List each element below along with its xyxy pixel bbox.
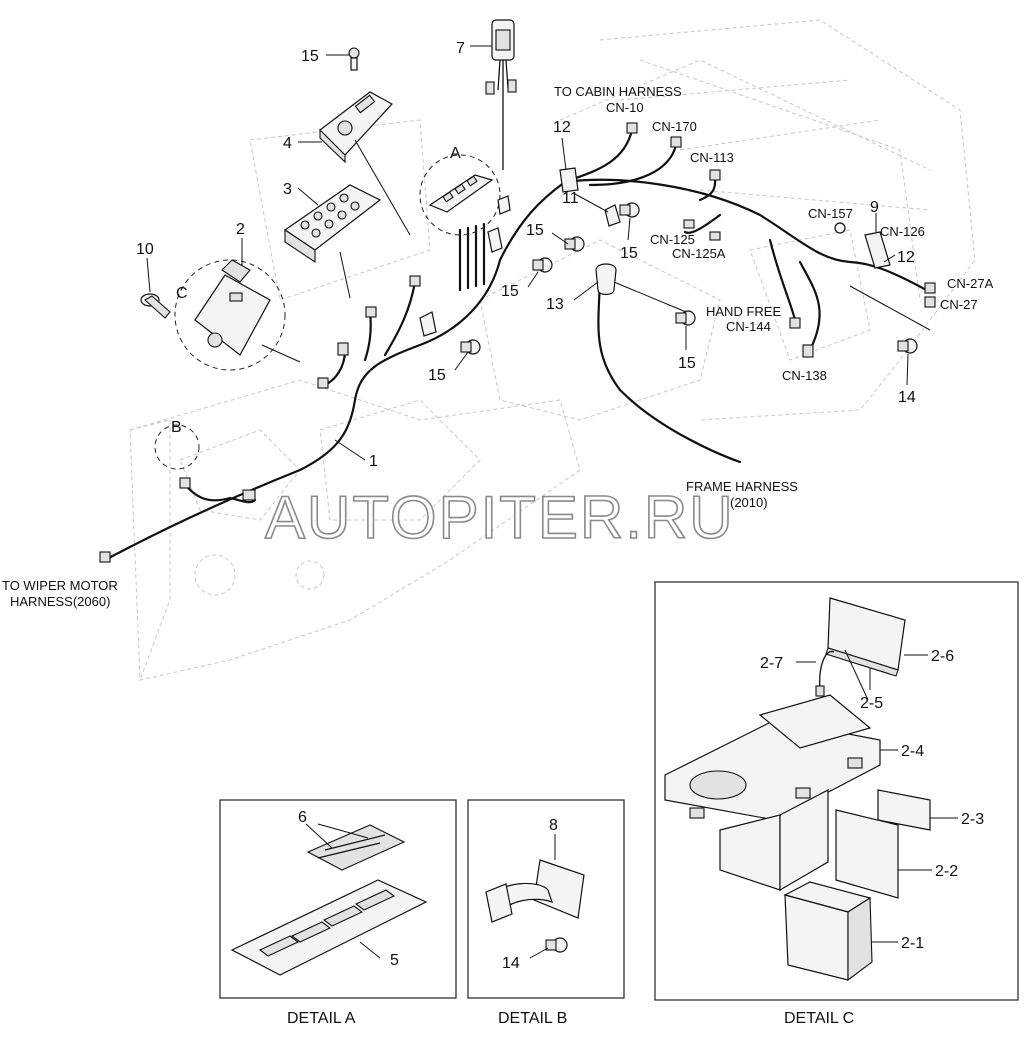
callout-15-handfree: 15	[678, 355, 696, 372]
part-2-2-label: 2-2	[935, 863, 958, 880]
connector-labels: TO CABIN HARNESS CN-10 CN-170 CN-113 CN-…	[2, 84, 994, 609]
part-2-6-label: 2-6	[931, 648, 954, 665]
callout-15-mid: 15	[526, 222, 544, 239]
part-2-7-label: 2-7	[760, 655, 783, 672]
callout-9: 9	[870, 199, 879, 216]
cn-27a-label: CN-27A	[947, 276, 994, 291]
part-2-4-label: 2-4	[901, 743, 924, 760]
console-part-2	[174, 259, 286, 371]
part-6-label: 6	[298, 809, 307, 826]
bolts	[460, 202, 918, 355]
cn-10-label: CN-10	[606, 100, 644, 115]
callout-4: 4	[283, 135, 292, 152]
part-2-1-label: 2-1	[901, 935, 924, 952]
callout-14: 14	[898, 389, 916, 406]
relay-part-7	[485, 19, 517, 170]
callout-15-left: 15	[501, 283, 519, 300]
callout-12-lower: 12	[897, 249, 915, 266]
frame-harness-code: (2010)	[730, 495, 768, 510]
detail-a-panel: 6 5	[219, 799, 457, 999]
part-2-3-label: 2-3	[961, 811, 984, 828]
callout-13: 13	[546, 296, 564, 313]
wiper-harness-code: HARNESS(2060)	[10, 594, 110, 609]
switch-block-part-3	[283, 184, 382, 264]
detail-c-title: DETAIL C	[784, 1010, 854, 1027]
watermark: AUTOPITER.RU	[265, 484, 735, 551]
callout-c: C	[176, 285, 188, 302]
callout-10: 10	[136, 241, 154, 258]
hand-free-label: HAND FREE	[706, 304, 781, 319]
switch-panel-part-4	[319, 91, 393, 164]
callout-15-top: 15	[301, 48, 319, 65]
callout-3: 3	[283, 181, 292, 198]
cn-113-label: CN-113	[690, 150, 734, 165]
wiper-harness-label: TO WIPER MOTOR	[2, 578, 118, 593]
cn-138-label: CN-138	[782, 368, 827, 383]
callout-7: 7	[456, 40, 465, 57]
cn-126-label: CN-126	[880, 224, 925, 239]
lighter-part-10	[140, 293, 171, 319]
callout-12-upper: 12	[553, 119, 571, 136]
callout-15-right: 15	[620, 245, 638, 262]
detail-a-title: DETAIL A	[287, 1010, 356, 1027]
cn-170-label: CN-170	[652, 119, 697, 134]
frame-harness-label: FRAME HARNESS	[686, 479, 798, 494]
to-cabin-harness-label: TO CABIN HARNESS	[554, 84, 682, 99]
cn-125-label: CN-125	[650, 232, 695, 247]
callout-labels: 15 4 3 7 2 10 C A B 1 12 11 15 15 15 13 …	[136, 40, 916, 470]
bolt-part-15-top	[348, 47, 360, 71]
callout-a: A	[450, 145, 461, 162]
harness-connectors	[99, 122, 936, 563]
detail-b-marker	[154, 424, 200, 470]
cn-27-label: CN-27	[940, 297, 978, 312]
cn-125a-label: CN-125A	[672, 246, 726, 261]
part-8-label: 8	[549, 817, 558, 834]
callout-b: B	[171, 419, 182, 436]
detail-b-panel: 8 14	[467, 799, 625, 999]
part-2-5-label: 2-5	[860, 695, 883, 712]
detail-b-title: DETAIL B	[498, 1010, 567, 1027]
part-5-label: 5	[390, 952, 399, 969]
part-14-label: 14	[502, 955, 520, 972]
leader-lines	[146, 45, 931, 461]
callout-11: 11	[562, 190, 579, 207]
cn-157-label: CN-157	[808, 206, 853, 221]
callout-1: 1	[369, 453, 378, 470]
detail-c-panel: 2-6 2-7 2-5 2-4 2-3 2-2 2-1	[654, 581, 1019, 1001]
callout-2: 2	[236, 221, 245, 238]
detail-a-marker	[419, 154, 501, 236]
callout-15-lower: 15	[428, 367, 446, 384]
cn-144-label: CN-144	[726, 319, 771, 334]
